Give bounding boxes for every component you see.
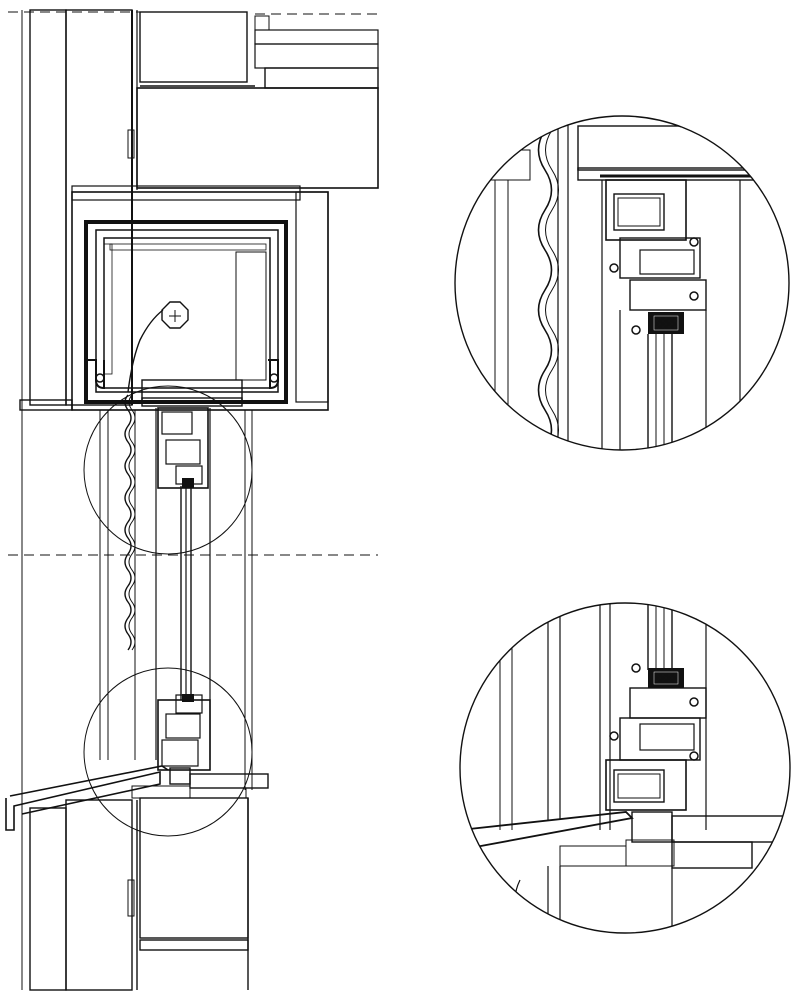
external-sill — [5, 770, 161, 831]
floor-insulation-top — [254, 43, 379, 69]
detail-marker-sill — [83, 667, 253, 837]
internal-sill — [189, 773, 269, 789]
concrete-slab — [136, 87, 379, 189]
shutter-box — [19, 185, 329, 411]
floor-screed-top — [254, 29, 379, 45]
upper-room-opening — [139, 11, 248, 83]
main-section — [5, 9, 379, 991]
lower-outer-render — [29, 807, 67, 991]
shutter-slats — [124, 394, 136, 651]
upper-outer-render — [29, 9, 67, 406]
lower-room-opening — [139, 797, 249, 939]
detail-sill — [459, 602, 791, 934]
detail-head — [454, 115, 790, 451]
lower-insulation — [65, 799, 133, 991]
window-head-frame — [157, 407, 209, 489]
shutter-axle — [161, 301, 189, 329]
detail-marker-head — [83, 385, 253, 555]
window-sill-frame — [157, 694, 211, 785]
upper-insulation — [65, 9, 133, 406]
